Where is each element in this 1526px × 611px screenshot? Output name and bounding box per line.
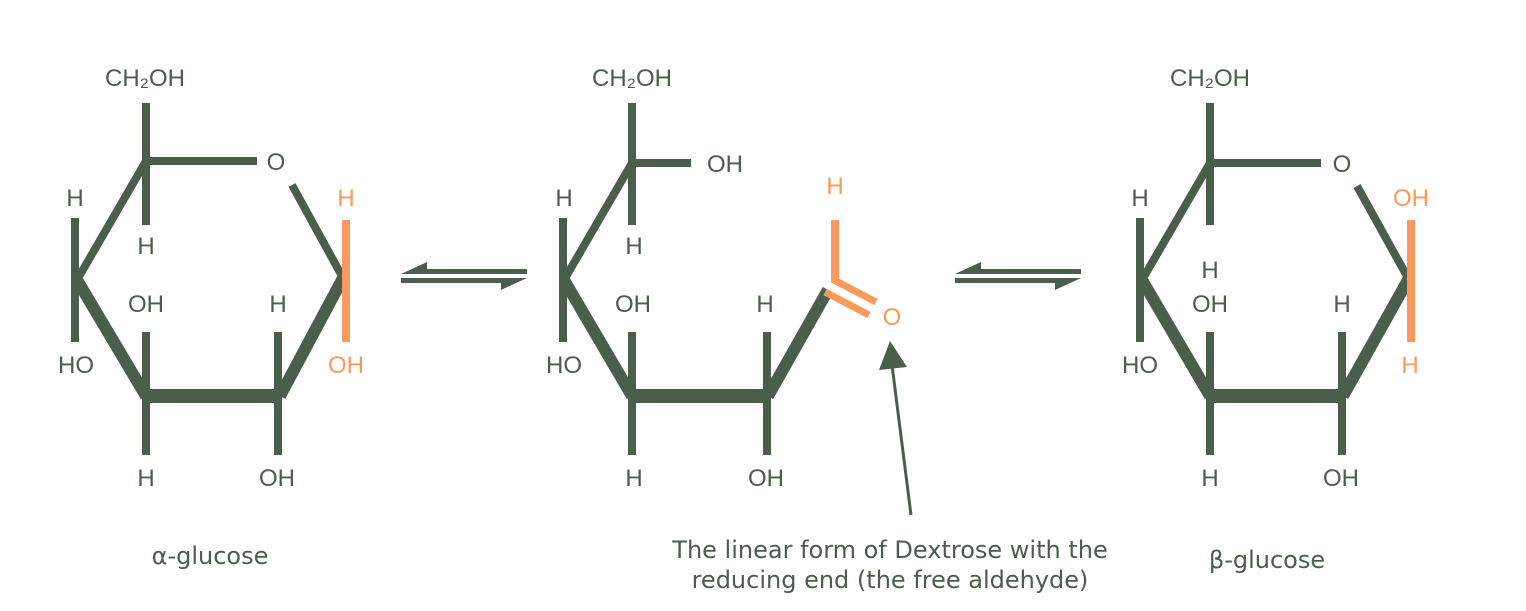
- atom-oh: OH: [615, 291, 651, 318]
- equilibrium-arrow-right: [955, 262, 1081, 290]
- atom-anomeric-oh: OH: [328, 352, 364, 379]
- pointer-arrow: [879, 341, 913, 516]
- atom-oh: OH: [259, 465, 295, 492]
- atom-h: H: [625, 233, 642, 260]
- atom-anomeric-h: H: [337, 185, 354, 212]
- alpha-glucose-label: α-glucose: [151, 542, 269, 570]
- beta-glucose-label: β-glucose: [1208, 546, 1326, 574]
- atom-h: H: [756, 291, 773, 318]
- atom-oh: OH: [1192, 291, 1228, 318]
- atom-oh: OH: [1323, 465, 1359, 492]
- equilibrium-arrow-left: [401, 262, 527, 290]
- atom-h: H: [137, 465, 154, 492]
- alpha-glucose-structure: [71, 103, 350, 455]
- linear-glucose-atoms: CH₂OH OH H H H OH H O HO H OH: [546, 65, 901, 492]
- beta-glucose-atoms: CH₂OH O H OH H OH H HO H H OH: [1122, 65, 1429, 492]
- linear-form-label: The linear form of Dextrose with the red…: [610, 535, 1170, 595]
- atom-ch2oh: CH₂OH: [592, 65, 672, 92]
- atom-h: H: [1201, 465, 1218, 492]
- atom-ch2oh: CH₂OH: [1170, 65, 1250, 92]
- atom-h: H: [66, 185, 83, 212]
- atom-oh: OH: [128, 291, 164, 318]
- linear-form-label-line2: reducing end (the free aldehyde): [691, 566, 1089, 594]
- atom-ho: HO: [1122, 352, 1158, 379]
- linear-glucose-structure: [558, 103, 878, 455]
- atom-h: H: [555, 185, 572, 212]
- atom-anomeric-h: H: [1401, 352, 1418, 379]
- atom-h: H: [269, 291, 286, 318]
- atom-aldehyde-oxygen: O: [883, 304, 902, 331]
- atom-h: H: [1131, 185, 1148, 212]
- atom-ho: HO: [546, 352, 582, 379]
- atom-ring-oxygen: O: [1333, 151, 1352, 178]
- atom-aldehyde-h: H: [826, 173, 843, 200]
- atom-h: H: [137, 233, 154, 260]
- atom-h: H: [1333, 291, 1350, 318]
- atom-ch2oh: CH₂OH: [105, 65, 185, 92]
- atom-h: H: [1201, 257, 1218, 284]
- atom-ho: HO: [58, 352, 94, 379]
- atom-ring-oxygen: O: [267, 149, 286, 176]
- atom-oh: OH: [748, 465, 784, 492]
- alpha-glucose-atoms: CH₂OH O H H H OH H HO OH H OH: [58, 65, 364, 492]
- atom-h: H: [625, 465, 642, 492]
- atom-oh: OH: [707, 151, 743, 178]
- linear-form-label-line1: The linear form of Dextrose with the: [672, 536, 1108, 564]
- beta-glucose-structure: [1136, 103, 1415, 455]
- atom-anomeric-oh: OH: [1393, 185, 1429, 212]
